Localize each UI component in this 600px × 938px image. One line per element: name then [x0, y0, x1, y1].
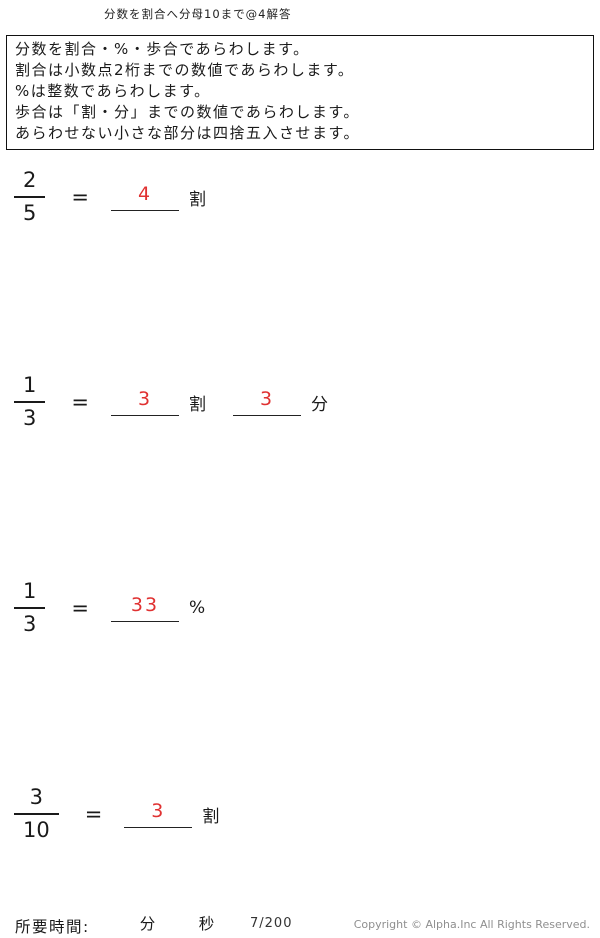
instruction-line: あらわせない小さな部分は四捨五入させます。	[15, 124, 361, 142]
fraction-numerator: 3	[14, 785, 59, 815]
answer-blank: 3	[124, 800, 193, 828]
problem-row-3: 1 3 = 33 %	[14, 573, 206, 643]
page-title: 分数を割合へ分母10まで@4解答	[104, 7, 292, 21]
time-label: 所要時間:	[15, 918, 90, 936]
instruction-line: 割合は小数点2桁までの数値であらわします。	[15, 61, 355, 79]
problem-row-2: 1 3 = 3 割 3 分	[14, 367, 329, 437]
answer-unit: %	[188, 598, 207, 618]
page-number: 7/200	[250, 916, 293, 931]
time-blank: 分 秒	[118, 912, 236, 938]
answer-value: 33	[130, 594, 160, 616]
fraction-numerator: 2	[14, 168, 46, 198]
fraction-denominator: 3	[23, 406, 37, 430]
fraction-denominator: 3	[23, 612, 37, 636]
fraction-numerator: 1	[14, 579, 46, 609]
answer-blank: 33	[110, 594, 179, 622]
equals-sign: =	[71, 390, 89, 414]
instructions-box: 分数を割合・%・歩合であらわします。 割合は小数点2桁までの数値であらわします。…	[6, 35, 594, 150]
fraction: 2 5	[14, 168, 46, 226]
fraction-numerator: 1	[14, 373, 46, 403]
answer-value: 3	[259, 388, 275, 410]
fraction: 1 3	[14, 373, 46, 431]
instruction-line: 歩合は「割・分」までの数値であらわします。	[15, 103, 360, 121]
problem-row-4: 3 10 = 3 割	[14, 779, 220, 849]
answer-blank: 4	[110, 183, 179, 211]
answer-blank: 3	[232, 388, 301, 416]
fraction: 1 3	[14, 579, 46, 637]
answer-unit: 割	[202, 806, 221, 827]
equals-sign: =	[84, 802, 103, 826]
instruction-line: %は整数であらわします。	[15, 82, 211, 100]
fraction-denominator: 5	[23, 201, 37, 225]
fraction-denominator: 10	[23, 818, 50, 842]
answer-value: 4	[137, 183, 153, 205]
answer-value: 3	[151, 800, 166, 822]
equals-sign: =	[71, 185, 89, 209]
answer-unit: 分	[310, 394, 329, 415]
seconds-unit: 秒	[198, 915, 215, 933]
footer: 所要時間: 分 秒 7/200 Copyright © Alpha.Inc Al…	[0, 912, 600, 938]
answer-blank: 3	[110, 388, 179, 416]
copyright: Copyright © Alpha.Inc All Rights Reserve…	[353, 918, 590, 931]
equals-sign: =	[71, 596, 89, 620]
instruction-line: 分数を割合・%・歩合であらわします。	[15, 40, 310, 58]
answer-unit: 割	[188, 394, 207, 415]
fraction: 3 10	[14, 785, 59, 843]
answer-value: 3	[137, 388, 153, 410]
problem-row-1: 2 5 = 4 割	[14, 162, 207, 232]
answer-unit: 割	[188, 189, 207, 210]
minutes-unit: 分	[139, 915, 156, 933]
